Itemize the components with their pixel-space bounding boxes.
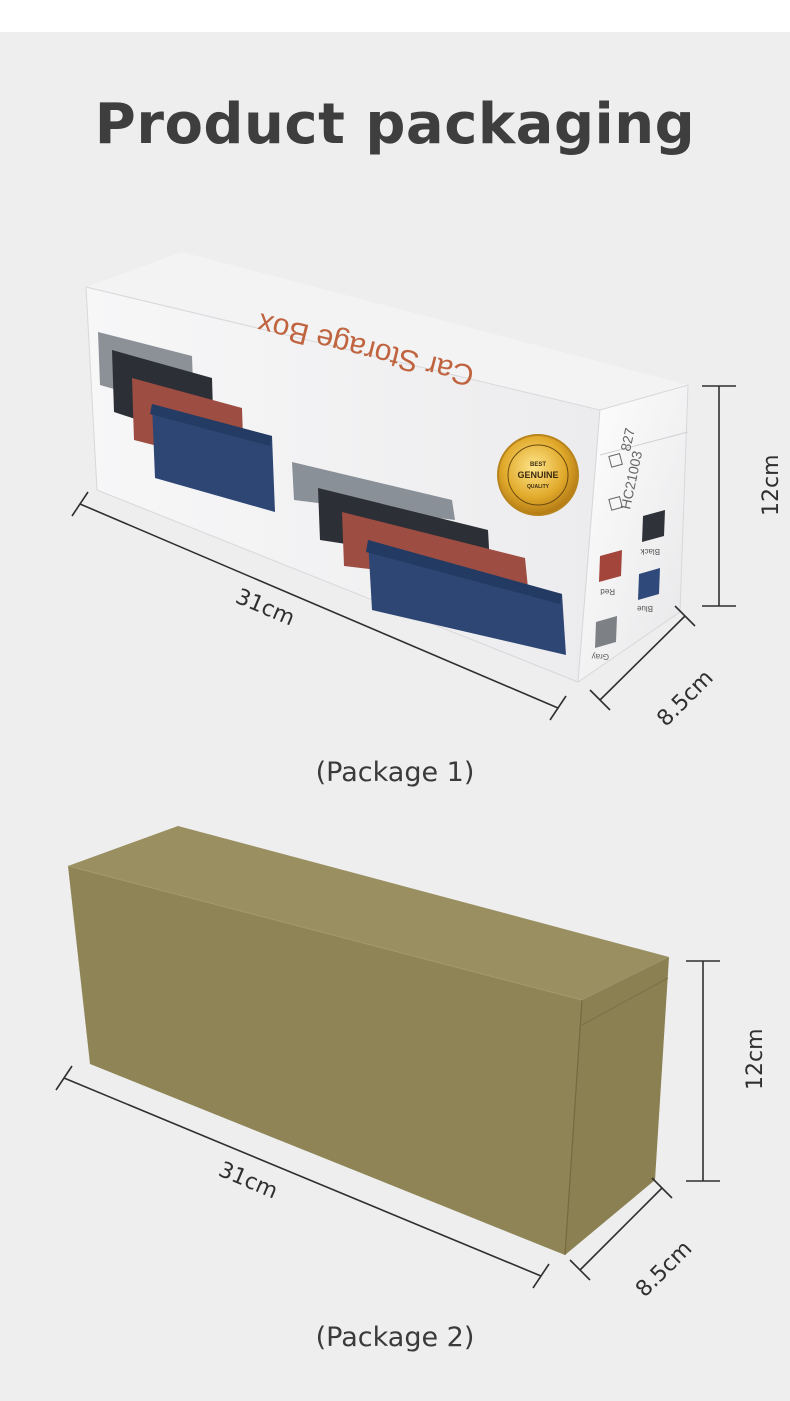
svg-text:Black: Black xyxy=(639,547,660,556)
package-2-depth-label: 8.5cm xyxy=(631,1236,697,1302)
package-1-caption: (Package 1) xyxy=(315,757,475,788)
seal-bottom-text: QUALITY xyxy=(527,484,550,490)
package-1-depth-label: 8.5cm xyxy=(652,666,718,732)
package-1-side-print: 827 HC21003 Black Red Blue Gray xyxy=(592,426,665,661)
seal-main-text: GENUINE xyxy=(517,470,558,480)
package-1-tray-stack-right xyxy=(292,462,566,655)
svg-text:Red: Red xyxy=(600,587,615,596)
package-2-front-face xyxy=(68,866,582,1255)
swatch-blue xyxy=(638,568,660,600)
swatch-black xyxy=(642,510,665,542)
package-2-dimensions xyxy=(55,960,720,1289)
package-1-height-label: 12cm xyxy=(759,454,784,516)
page-title: Product packaging xyxy=(94,92,696,157)
package-1-box: Car Storage Box BEST GENUINE QUALITY xyxy=(85,252,689,684)
option-827: 827 xyxy=(617,426,638,452)
swatch-gray xyxy=(595,616,617,648)
seal-top-text: BEST xyxy=(530,462,546,468)
package-1-dimensions xyxy=(71,385,736,721)
package-2-caption: (Package 2) xyxy=(315,1322,475,1353)
swatch-red xyxy=(599,550,622,582)
svg-text:Blue: Blue xyxy=(636,604,653,613)
package-2-side-face xyxy=(565,957,669,1255)
package-2-box xyxy=(67,826,669,1256)
svg-text:Gray: Gray xyxy=(592,652,609,661)
package-2-height-label: 12cm xyxy=(743,1028,768,1090)
package-1-length-label: 31cm xyxy=(232,584,298,631)
package-1-tray-stack-left xyxy=(98,332,275,512)
genuine-quality-seal: BEST GENUINE QUALITY xyxy=(497,434,579,516)
